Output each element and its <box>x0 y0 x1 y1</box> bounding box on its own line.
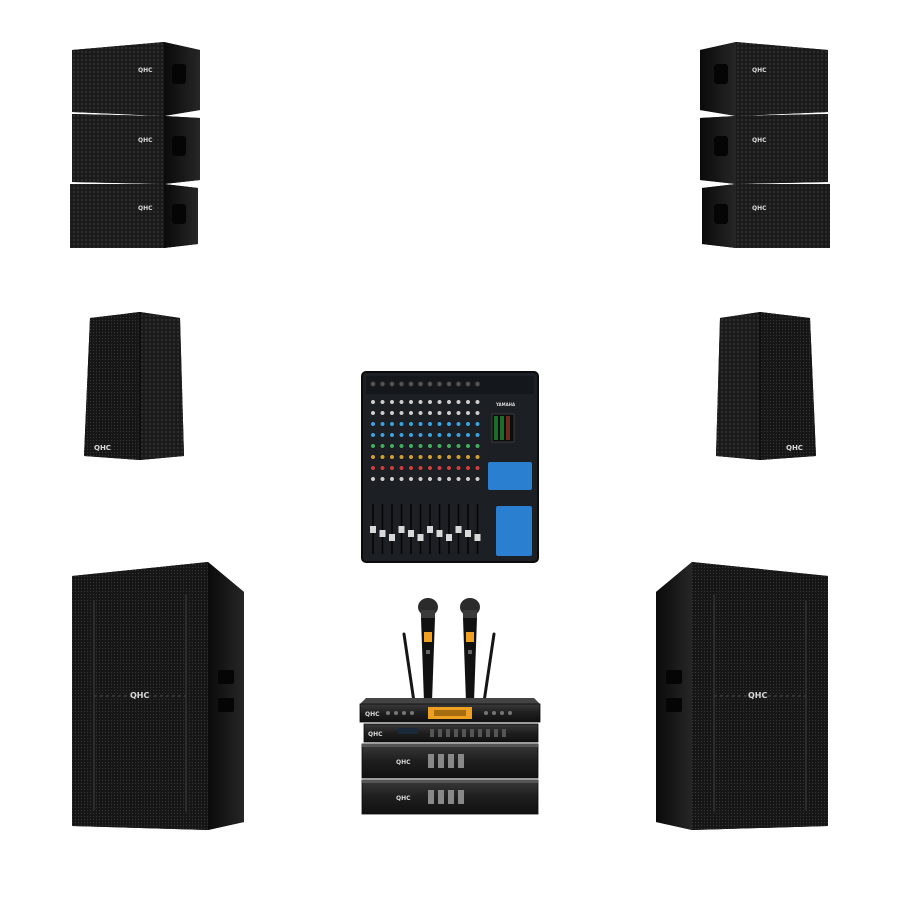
receiver-antenna-right <box>482 632 496 704</box>
logo-badge: QHC <box>138 67 153 74</box>
logo-badge: QHC <box>130 691 149 700</box>
monitor-speaker-left: QHC <box>80 310 188 462</box>
subwoofer-right: QHC <box>652 560 832 834</box>
signal-processor: QHC <box>363 723 539 743</box>
logo-badge: QHC <box>138 137 153 144</box>
line-array-cabinet: QHC <box>72 42 200 116</box>
wireless-microphone-left <box>416 598 440 706</box>
logo-badge: QHC <box>752 205 767 212</box>
logo-badge: QHC <box>752 67 767 74</box>
line-array-cabinet: QHC <box>72 114 200 184</box>
monitor-speaker-right: QHC <box>712 310 820 462</box>
line-array-right: QHC QHC QHC <box>696 38 832 250</box>
line-array-cabinet: QHC <box>700 42 828 116</box>
svg-text:YAMAHA: YAMAHA <box>495 402 516 407</box>
microphone-receiver: QHC <box>359 698 541 723</box>
logo-badge: QHC <box>396 795 411 802</box>
power-amplifier-top: QHC <box>361 743 539 779</box>
subwoofer-left: QHC <box>68 560 248 834</box>
microphone-display <box>466 632 474 642</box>
power-amplifier-bottom: QHC <box>361 779 539 815</box>
receiver-antenna-left <box>402 632 416 704</box>
logo-badge: QHC <box>786 444 803 452</box>
logo-badge: QHC <box>748 691 767 700</box>
mixer-master-fader-section <box>496 506 532 556</box>
audio-mixer: YAMAHA <box>360 370 540 564</box>
mixer-master-section <box>488 462 532 490</box>
logo-badge: QHC <box>368 731 383 738</box>
line-array-cabinet: QHC <box>700 114 828 184</box>
equipment-rack-stack: QHC QHC QHC <box>358 698 542 818</box>
logo-badge: QHC <box>396 759 411 766</box>
line-array-cabinet: QHC <box>702 184 830 248</box>
logo-badge: QHC <box>365 711 380 718</box>
logo-badge: QHC <box>94 444 111 452</box>
line-array-left: QHC QHC QHC <box>68 38 204 250</box>
wireless-microphone-right <box>458 598 482 706</box>
line-array-cabinet: QHC <box>70 184 198 248</box>
logo-badge: QHC <box>752 137 767 144</box>
logo-badge: QHC <box>138 205 153 212</box>
microphone-display <box>424 632 432 642</box>
